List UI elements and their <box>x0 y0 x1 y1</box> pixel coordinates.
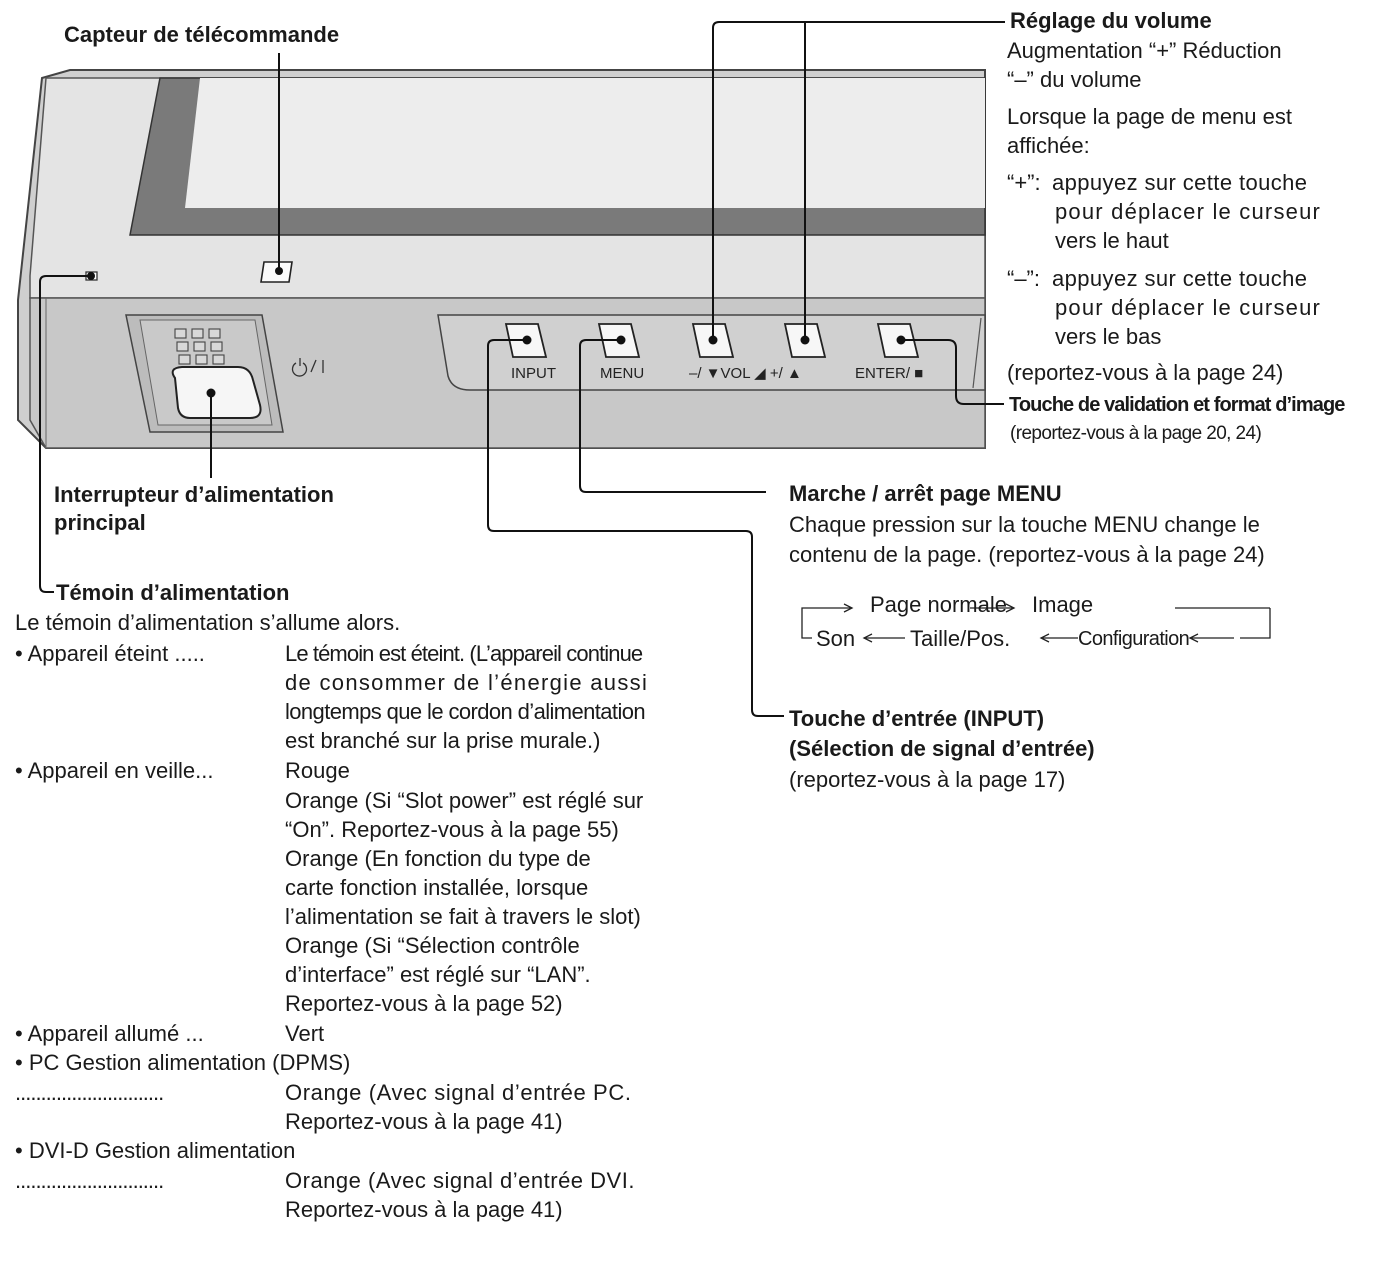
state-standby-line: d’interface” est réglé sur “LAN”. <box>285 962 591 987</box>
volume-line: Lorsque la page de menu est <box>1007 104 1292 129</box>
state-on-line: Vert <box>285 1021 325 1046</box>
volume-plus-line: appuyez sur cette touche <box>1052 170 1308 195</box>
volume-minus-key: “–”: <box>1007 266 1040 291</box>
state-dpms-dots: ............................. <box>15 1080 164 1105</box>
volume-ref: (reportez-vous à la page 24) <box>1007 360 1284 385</box>
state-dpms-line: Orange (Avec signal d’entrée PC. <box>285 1080 632 1105</box>
volume-minus-line: vers le bas <box>1055 324 1162 349</box>
input-ref: (reportez-vous à la page 17) <box>789 767 1066 792</box>
state-dvi-line: Reportez-vous à la page 41) <box>285 1197 563 1222</box>
state-on-name: • Appareil allumé ... <box>15 1021 204 1046</box>
remote-sensor-title: Capteur de télécommande <box>64 22 340 47</box>
volume-minus-line: appuyez sur cette touche <box>1052 266 1308 291</box>
state-standby-line: Rouge <box>285 758 350 783</box>
power-indicator-intro: Le témoin d’alimentation s’allume alors. <box>15 610 401 635</box>
state-standby-line: carte fonction installée, lorsque <box>285 875 589 900</box>
menu-line: Chaque pression sur la touche MENU chang… <box>789 512 1260 537</box>
state-standby-line: “On”. Reportez-vous à la page 55) <box>285 817 619 842</box>
menu-title: Marche / arrêt page MENU <box>789 481 1062 506</box>
state-off-line: de consommer de l’énergie aussi <box>285 670 649 695</box>
volume-buttons-label: –/ ▼VOL ◢ +/ ▲ <box>689 365 802 382</box>
state-standby-line: l’alimentation se fait à travers le slot… <box>285 904 641 929</box>
volume-plus-key: “+”: <box>1007 170 1041 195</box>
menu-cycle-lines <box>801 603 1271 643</box>
main-power-button[interactable] <box>171 366 262 419</box>
input-title-2: (Sélection de signal d’entrée) <box>789 736 1095 761</box>
state-off-line: longtemps que le cordon d’alimentation <box>285 699 646 724</box>
enter-ref: (reportez-vous à la page 20, 24) <box>1010 423 1262 444</box>
state-standby-line: Reportez-vous à la page 52) <box>285 991 563 1016</box>
main-power-title-1: Interrupteur d’alimentation <box>54 482 334 507</box>
power-indicator-title: Témoin d’alimentation <box>56 580 290 605</box>
main-power-title-2: principal <box>54 510 146 535</box>
state-dvi-dots: ............................. <box>15 1168 164 1193</box>
volume-line: “–” du volume <box>1007 67 1142 92</box>
state-off-line: est branché sur la prise murale.) <box>285 728 601 753</box>
input-title-1: Touche d’entrée (INPUT) <box>789 706 1045 731</box>
menu-cycle-page-normale: Page normale <box>870 592 1007 617</box>
volume-line: affichée: <box>1007 133 1090 158</box>
menu-line: contenu de la page. (reportez-vous à la … <box>789 542 1265 567</box>
volume-plus-line: vers le haut <box>1055 228 1169 253</box>
menu-button-label: MENU <box>600 365 645 382</box>
power-symbol-icon <box>291 358 324 377</box>
menu-cycle-taille: Taille/Pos. <box>910 626 1011 651</box>
volume-line: Augmentation “+” Réduction <box>1007 38 1282 63</box>
volume-plus-line: pour déplacer le curseur <box>1055 199 1322 224</box>
state-dpms-line: Reportez-vous à la page 41) <box>285 1109 563 1134</box>
state-off-name: • Appareil éteint ..... <box>15 641 205 666</box>
speaker-grid <box>174 328 225 365</box>
input-button-label: INPUT <box>511 365 556 382</box>
menu-cycle-image: Image <box>1032 592 1094 617</box>
menu-cycle-son: Son <box>816 626 856 651</box>
state-off-line: Le témoin est éteint. (L’appareil contin… <box>285 641 643 666</box>
state-standby-line: Orange (En fonction du type de <box>285 846 591 871</box>
volume-title: Réglage du volume <box>1010 8 1212 33</box>
state-dpms-name: • PC Gestion alimentation (DPMS) <box>15 1050 351 1075</box>
enter-title: Touche de validation et format d’image <box>1009 394 1345 416</box>
enter-button-label: ENTER/ ■ <box>855 365 924 382</box>
menu-cycle-config: Configuration <box>1078 628 1190 650</box>
state-dvi-name: • DVI-D Gestion alimentation <box>15 1138 296 1163</box>
state-dvi-line: Orange (Avec signal d’entrée DVI. <box>285 1168 635 1193</box>
state-standby-line: Orange (Si “Slot power” est réglé sur <box>285 788 644 813</box>
state-standby-line: Orange (Si “Sélection contrôle <box>285 933 580 958</box>
volume-minus-line: pour déplacer le curseur <box>1055 295 1322 320</box>
state-standby-name: • Appareil en veille... <box>15 758 214 783</box>
